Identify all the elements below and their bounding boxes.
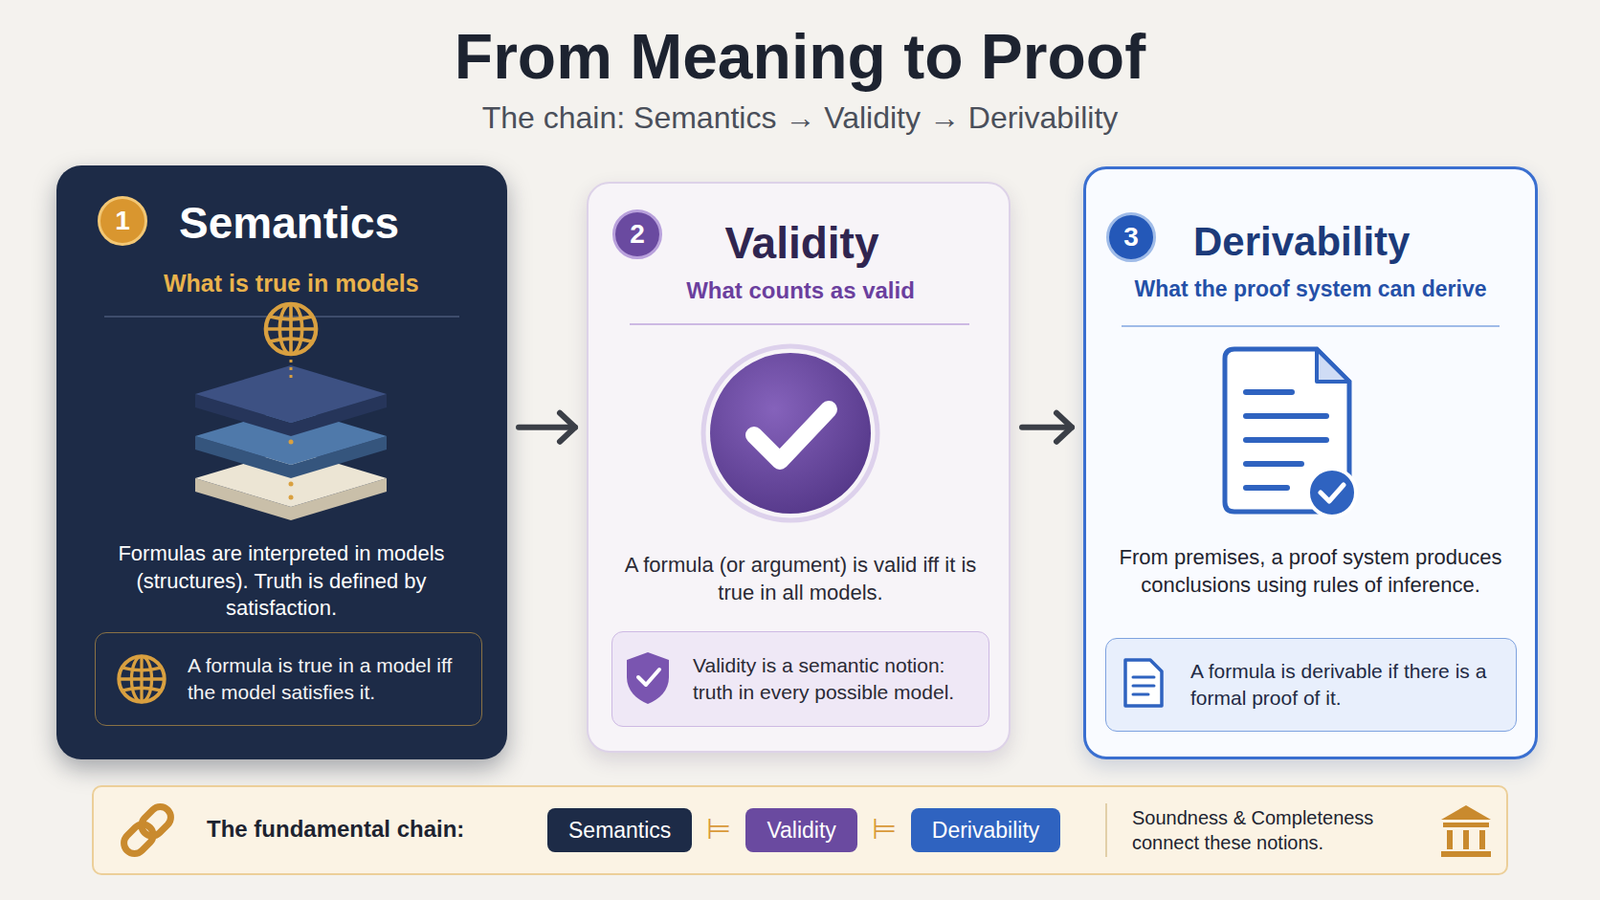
chain-pill: Semantics — [547, 808, 692, 853]
flow-arrow — [1022, 413, 1072, 443]
node-heading: 3 — [1123, 222, 1139, 253]
arrow-head — [1056, 413, 1072, 443]
node-heading: The fundamental chain: — [206, 816, 523, 845]
derivability-card: DerivabilityWhat the proof system can de… — [1083, 166, 1538, 760]
step-badge: 3 — [1106, 212, 1156, 263]
node-heading: Validity is a semantic notion: truth in … — [692, 652, 976, 708]
subtitle: The chain: Semantics → Validity → Deriva… — [0, 99, 1600, 136]
node-text: A formula (or argument) is valid iff it … — [615, 552, 986, 607]
note-box: A formula is derivable if there is a for… — [1105, 638, 1517, 733]
chain-pill: Validity — [745, 808, 857, 853]
node-text: What the proof system can derive — [1086, 276, 1535, 304]
node-heading: 2 — [629, 219, 645, 250]
node-heading: Validity — [766, 818, 836, 845]
node-heading: Derivability — [932, 818, 1040, 845]
node-heading: Semantics — [178, 198, 495, 249]
node-heading: Validity — [684, 218, 920, 269]
step-badge: 1 — [97, 196, 148, 246]
node-text: Soundness & Completeness connect these n… — [1132, 805, 1420, 856]
node-heading: A formula is derivable if there is a for… — [1190, 658, 1503, 713]
arrow-shaft — [518, 424, 576, 431]
step-badge: 2 — [612, 209, 663, 260]
semantics-card: SemanticsWhat is true in modelsFormulas … — [56, 165, 508, 760]
entails-symbol: ⊨ — [699, 810, 738, 848]
note-box: Validity is a semantic notion: truth in … — [611, 631, 990, 728]
note-box: A formula is true in a model iff the mod… — [94, 632, 483, 727]
validity-card: ValidityWhat counts as valid A formula (o… — [586, 181, 1011, 754]
arrow-head — [559, 413, 576, 443]
node-heading: A formula is true in a model iff the mod… — [187, 652, 468, 708]
chain-pill: Derivability — [911, 808, 1061, 853]
chain-band: The fundamental chain: Soundness & Comple… — [91, 785, 1509, 876]
node-text: What counts as valid — [588, 277, 1013, 306]
node-heading: Semantics — [568, 818, 671, 845]
node-text: From premises, a proof system produces c… — [1112, 544, 1509, 600]
node-text: What is true in models — [163, 268, 489, 298]
node-heading: 1 — [114, 205, 131, 237]
entails-symbol: ⊨ — [865, 810, 904, 848]
page-title: From Meaning to Proof — [0, 19, 1600, 95]
arrow-shaft — [1022, 424, 1072, 431]
node-text: Formulas are interpreted in models (stru… — [85, 540, 478, 623]
node-heading: Derivability — [1193, 219, 1519, 266]
flow-arrow — [518, 413, 576, 443]
